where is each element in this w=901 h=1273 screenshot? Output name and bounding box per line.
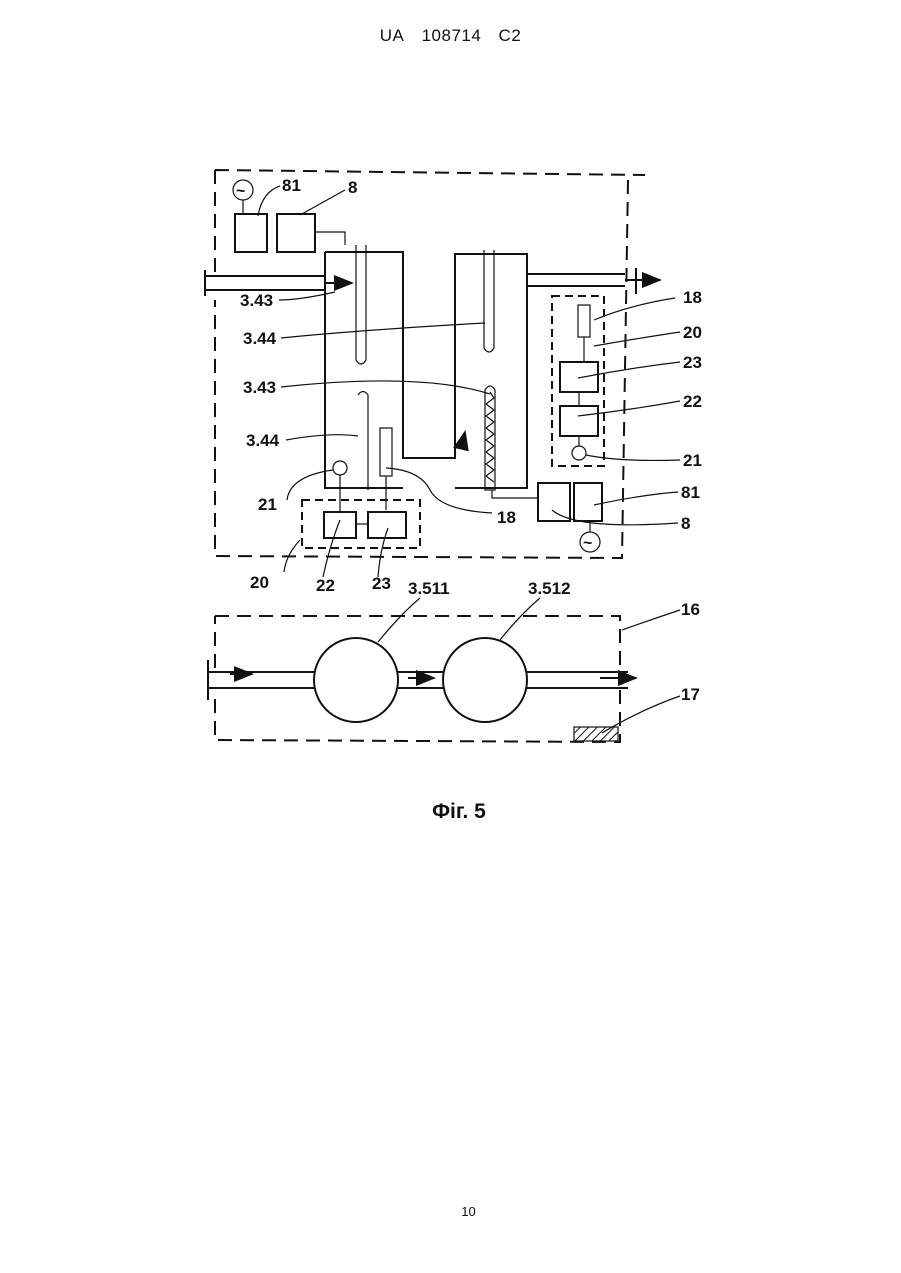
label-20-right: 20 bbox=[683, 323, 702, 342]
label-21-right: 21 bbox=[683, 451, 702, 470]
label-8-bottom: 8 bbox=[681, 514, 690, 533]
sensor-18-right bbox=[578, 305, 590, 337]
block-23-left bbox=[368, 512, 406, 538]
sensor-21-right bbox=[572, 446, 586, 460]
label-81-bottom: 81 bbox=[681, 483, 700, 502]
outlet-pipe bbox=[527, 268, 636, 294]
block-8-bottom bbox=[538, 483, 570, 521]
vessel-3-511 bbox=[314, 638, 398, 722]
label-17: 17 bbox=[681, 685, 700, 704]
left-chamber bbox=[325, 252, 527, 488]
label-22-left: 22 bbox=[316, 576, 335, 595]
label-18-right: 18 bbox=[683, 288, 702, 307]
block-22-left bbox=[324, 512, 356, 538]
tube-3-43-left bbox=[356, 245, 366, 364]
label-21-left: 21 bbox=[258, 495, 277, 514]
upper-enclosure bbox=[215, 170, 645, 558]
block-81-top bbox=[235, 214, 267, 252]
label-3-44-top: 3.44 bbox=[243, 329, 277, 348]
label-23-right: 23 bbox=[683, 353, 702, 372]
vessel-3-512 bbox=[443, 638, 527, 722]
label-3-43-top: 3.43 bbox=[240, 291, 273, 310]
label-3-511: 3.511 bbox=[408, 579, 450, 598]
page-number: 10 bbox=[0, 1204, 901, 1219]
label-20-left: 20 bbox=[250, 573, 269, 592]
figure-caption: Фіг. 5 bbox=[0, 800, 901, 824]
label-8-top: 8 bbox=[348, 178, 357, 197]
label-3-44-mid: 3.44 bbox=[246, 431, 280, 450]
sensor-21-left bbox=[333, 461, 347, 475]
label-16: 16 bbox=[681, 600, 700, 619]
tube-3-44-right bbox=[484, 250, 494, 352]
label-18-left: 18 bbox=[497, 508, 516, 527]
block-22-right bbox=[560, 406, 598, 436]
label-81-top: 81 bbox=[282, 176, 301, 195]
label-22-right: 22 bbox=[683, 392, 702, 411]
label-3-512: 3.512 bbox=[528, 579, 571, 598]
block-23-right bbox=[560, 362, 598, 392]
block-81-bottom bbox=[574, 483, 602, 521]
hatched-base-17 bbox=[574, 727, 618, 741]
source-symbol: ~ bbox=[236, 183, 245, 200]
label-23-left: 23 bbox=[372, 574, 391, 593]
label-3-43-mid: 3.43 bbox=[243, 378, 276, 397]
tube-3-44-left bbox=[358, 392, 368, 491]
block-8-top bbox=[277, 214, 315, 252]
svg-text:~: ~ bbox=[583, 535, 592, 552]
